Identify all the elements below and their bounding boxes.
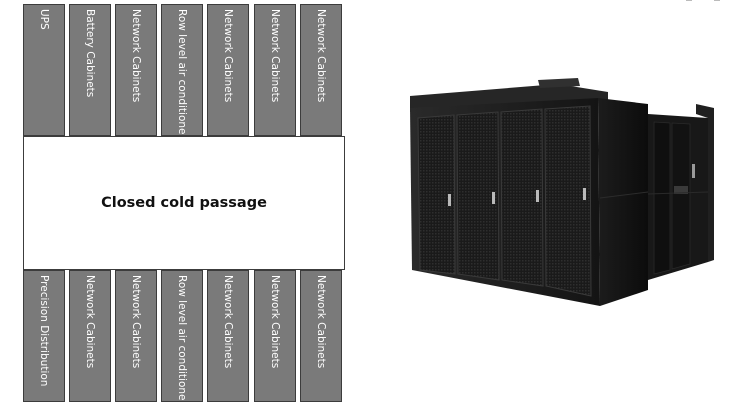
cabinet-label: UPS [38, 9, 50, 30]
corner-tick [714, 0, 720, 1]
cabinet-label: Network Cabinets [315, 9, 327, 103]
perforated-doors [417, 105, 592, 297]
bottom-cabinet-4: Row level air conditioner [161, 270, 203, 402]
cold-passage: Closed cold passage [23, 136, 345, 270]
cabinet-label: Network Cabinets [222, 9, 234, 103]
cabinet-label: Network Cabinets [222, 275, 234, 369]
cabinet-label: Precision Distribution [38, 275, 50, 387]
cabinet-label: Network Cabinets [269, 275, 281, 369]
top-cabinet-3: Network Cabinets [115, 4, 157, 136]
top-cabinet-7: Network Cabinets [300, 4, 342, 136]
top-cabinet-4: Row level air conditioner [161, 4, 203, 136]
bottom-cabinet-6: Network Cabinets [254, 270, 296, 402]
cabinet-label: Network Cabinets [130, 275, 142, 369]
top-cabinet-2: Battery Cabinets [69, 4, 111, 136]
cabinet-label: Network Cabinets [130, 9, 142, 103]
cabinet-label: Row level air conditioner [176, 9, 188, 136]
top-cabinet-6: Network Cabinets [254, 4, 296, 136]
bottom-cabinet-2: Network Cabinets [69, 270, 111, 402]
cabinet-label: Battery Cabinets [84, 9, 96, 98]
server-cabinet-enclosure-photo [410, 78, 714, 306]
top-cabinet-5: Network Cabinets [207, 4, 249, 136]
top-cabinet-1: UPS [23, 4, 65, 136]
cold-aisle-layout-diagram: UPS Battery Cabinets Network Cabinets Ro… [0, 0, 350, 406]
corner-tick [686, 0, 692, 1]
cabinet-label: Network Cabinets [84, 275, 96, 369]
cabinet-label: Network Cabinets [315, 275, 327, 369]
cabinet-label: Row level air conditioner [176, 275, 188, 402]
bottom-cabinet-3: Network Cabinets [115, 270, 157, 402]
bottom-cabinet-7: Network Cabinets [300, 270, 342, 402]
cabinet-label: Network Cabinets [269, 9, 281, 103]
bottom-cabinet-5: Network Cabinets [207, 270, 249, 402]
cold-passage-label: Closed cold passage [101, 195, 267, 211]
bottom-cabinet-1: Precision Distribution [23, 270, 65, 402]
